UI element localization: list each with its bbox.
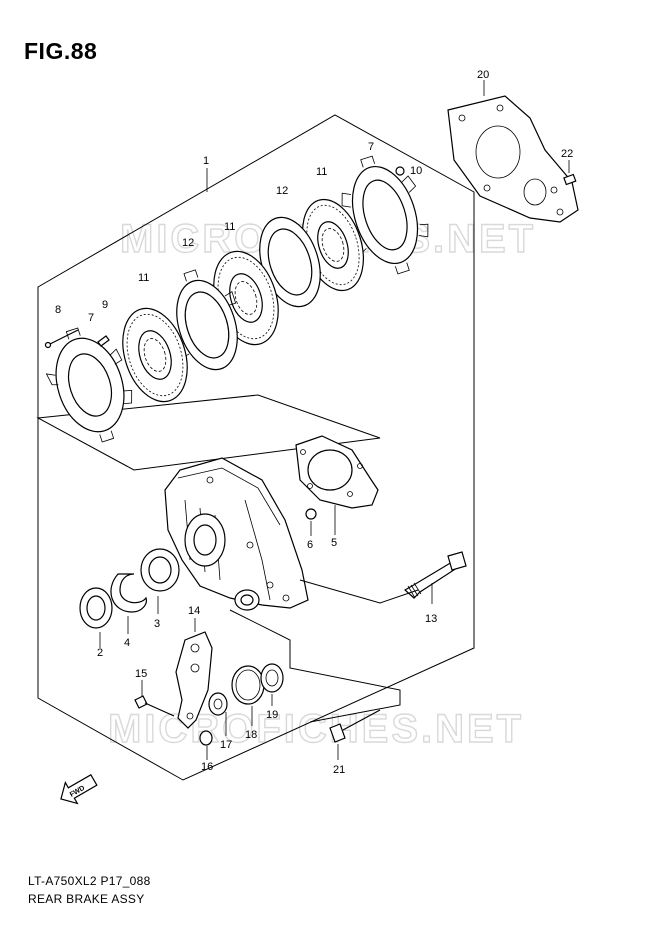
- gasket-20-bore-small: [523, 178, 547, 206]
- callout-9: 9: [102, 299, 108, 311]
- bolt-15: [134, 695, 175, 717]
- subassembly-outline: [36, 394, 381, 471]
- fwd-arrow-icon: FWD: [60, 773, 98, 805]
- callout-20: 20: [477, 69, 489, 81]
- callout-10: 10: [410, 165, 422, 177]
- brake-plate-7-right: [341, 155, 429, 275]
- callout-19: 19: [266, 709, 278, 721]
- pressure-plate-5: [295, 435, 379, 509]
- callout-14: 14: [188, 605, 200, 617]
- gasket-20: [447, 95, 579, 223]
- callout-13: 13: [425, 613, 437, 625]
- assembly-name: REAR BRAKE ASSY: [28, 892, 145, 906]
- assembly-outline: [37, 114, 475, 781]
- callout-6: 6: [307, 539, 313, 551]
- o-ring-18: [231, 665, 265, 705]
- pin-8-head: [44, 341, 52, 349]
- callout-5: 5: [331, 537, 337, 549]
- steel-ball-6: [305, 508, 317, 520]
- seal-19: [260, 663, 284, 693]
- callout-11-middle: 11: [224, 221, 235, 233]
- housing-outline: [229, 609, 401, 723]
- callout-21: 21: [333, 764, 345, 776]
- bearing-3: [140, 548, 180, 592]
- nut-16: [199, 730, 213, 746]
- callout-15: 15: [135, 668, 147, 680]
- callout-8: 8: [55, 304, 61, 316]
- oil-seal-2: [79, 587, 113, 629]
- callout-11-left: 11: [138, 272, 149, 284]
- callout-22: 22: [561, 148, 573, 160]
- callout-11-right: 11: [316, 166, 327, 178]
- callout-12-left: 12: [182, 237, 194, 249]
- callout-1: 1: [203, 155, 209, 167]
- callout-7-right: 7: [368, 141, 374, 153]
- figure-title: FIG.88: [24, 38, 98, 64]
- brake-housing: [164, 457, 309, 611]
- brake-bracket-14: [175, 631, 213, 729]
- callout-3: 3: [154, 618, 160, 630]
- washer-17: [208, 692, 228, 716]
- watermark-bottom: MICROFICHES.NET: [108, 707, 524, 751]
- brake-cam-shaft-13: [403, 551, 467, 599]
- spring-10: [395, 166, 405, 176]
- callout-4: 4: [124, 637, 130, 649]
- pin-8: [47, 329, 79, 346]
- callout-12-right: 12: [276, 185, 288, 197]
- brake-plate-7-left: [45, 327, 133, 443]
- spring-9: [97, 335, 110, 347]
- callout-7-left: 7: [88, 312, 94, 324]
- callout-16: 16: [201, 761, 213, 773]
- dowel-pin-22: [563, 173, 577, 186]
- circlip-4: [110, 573, 147, 613]
- bolt-21: [329, 709, 381, 743]
- callout-2: 2: [97, 647, 103, 659]
- callout-18: 18: [245, 729, 257, 741]
- gasket-20-bore: [475, 125, 521, 179]
- model-code: LT-A750XL2 P17_088: [28, 874, 151, 888]
- separator-plate-12-right: [259, 216, 321, 308]
- friction-plate-11-left: [122, 307, 188, 403]
- callout-17: 17: [220, 739, 232, 751]
